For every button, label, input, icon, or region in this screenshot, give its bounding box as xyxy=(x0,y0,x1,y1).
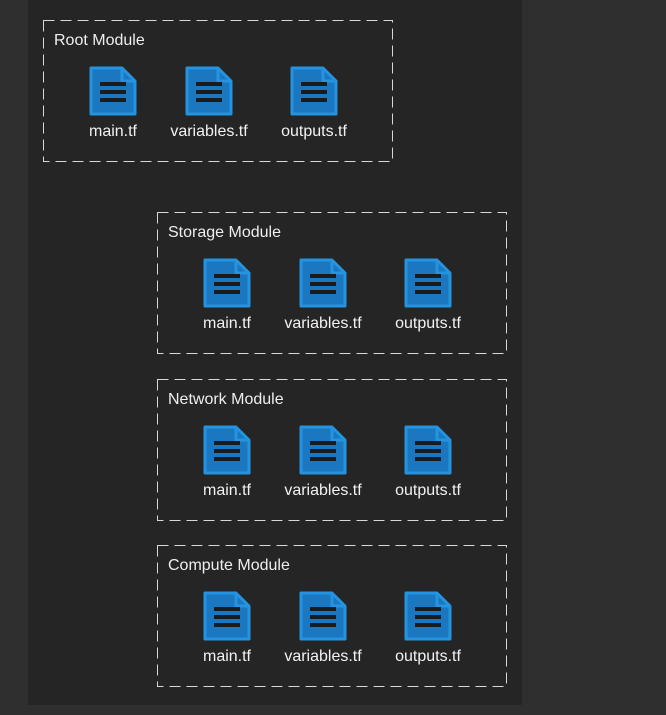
document-icon xyxy=(404,591,452,641)
file-variables-tf: variables.tf xyxy=(159,64,259,141)
file-label: main.tf xyxy=(202,315,251,332)
file-variables-tf: variables.tf xyxy=(273,423,373,500)
document-icon xyxy=(299,258,347,308)
document-icon xyxy=(404,258,452,308)
file-label: outputs.tf xyxy=(281,123,347,140)
file-outputs-tf: outputs.tf xyxy=(378,589,478,666)
file-outputs-tf: outputs.tf xyxy=(378,256,478,333)
module-root: Root Module main.tf variables.tf outputs… xyxy=(43,20,393,162)
file-variables-tf: variables.tf xyxy=(273,589,373,666)
file-main-tf: main.tf xyxy=(177,423,277,500)
file-label: main.tf xyxy=(202,648,251,665)
file-variables-tf: variables.tf xyxy=(273,256,373,333)
file-main-tf: main.tf xyxy=(177,256,277,333)
document-icon xyxy=(203,258,251,308)
file-label: main.tf xyxy=(202,482,251,499)
document-icon xyxy=(404,425,452,475)
document-icon xyxy=(89,66,137,116)
file-label: outputs.tf xyxy=(395,315,461,332)
document-icon xyxy=(185,66,233,116)
file-main-tf: main.tf xyxy=(63,64,163,141)
file-outputs-tf: outputs.tf xyxy=(264,64,364,141)
document-icon xyxy=(203,591,251,641)
file-main-tf: main.tf xyxy=(177,589,277,666)
document-icon xyxy=(299,591,347,641)
file-label: outputs.tf xyxy=(395,648,461,665)
diagram-canvas: Root Module main.tf variables.tf outputs… xyxy=(28,0,522,705)
module-title: Network Module xyxy=(168,391,284,408)
file-label: variables.tf xyxy=(284,482,362,499)
module-network: Network Module main.tf variables.tf outp… xyxy=(157,379,507,521)
module-compute: Compute Module main.tf variables.tf outp… xyxy=(157,545,507,687)
file-outputs-tf: outputs.tf xyxy=(378,423,478,500)
module-storage: Storage Module main.tf variables.tf outp… xyxy=(157,212,507,354)
module-title: Compute Module xyxy=(168,557,290,574)
module-title: Storage Module xyxy=(168,224,281,241)
file-label: main.tf xyxy=(88,123,137,140)
file-label: variables.tf xyxy=(170,123,248,140)
file-label: outputs.tf xyxy=(395,482,461,499)
document-icon xyxy=(290,66,338,116)
document-icon xyxy=(299,425,347,475)
file-label: variables.tf xyxy=(284,648,362,665)
document-icon xyxy=(203,425,251,475)
module-title: Root Module xyxy=(54,32,145,49)
file-label: variables.tf xyxy=(284,315,362,332)
